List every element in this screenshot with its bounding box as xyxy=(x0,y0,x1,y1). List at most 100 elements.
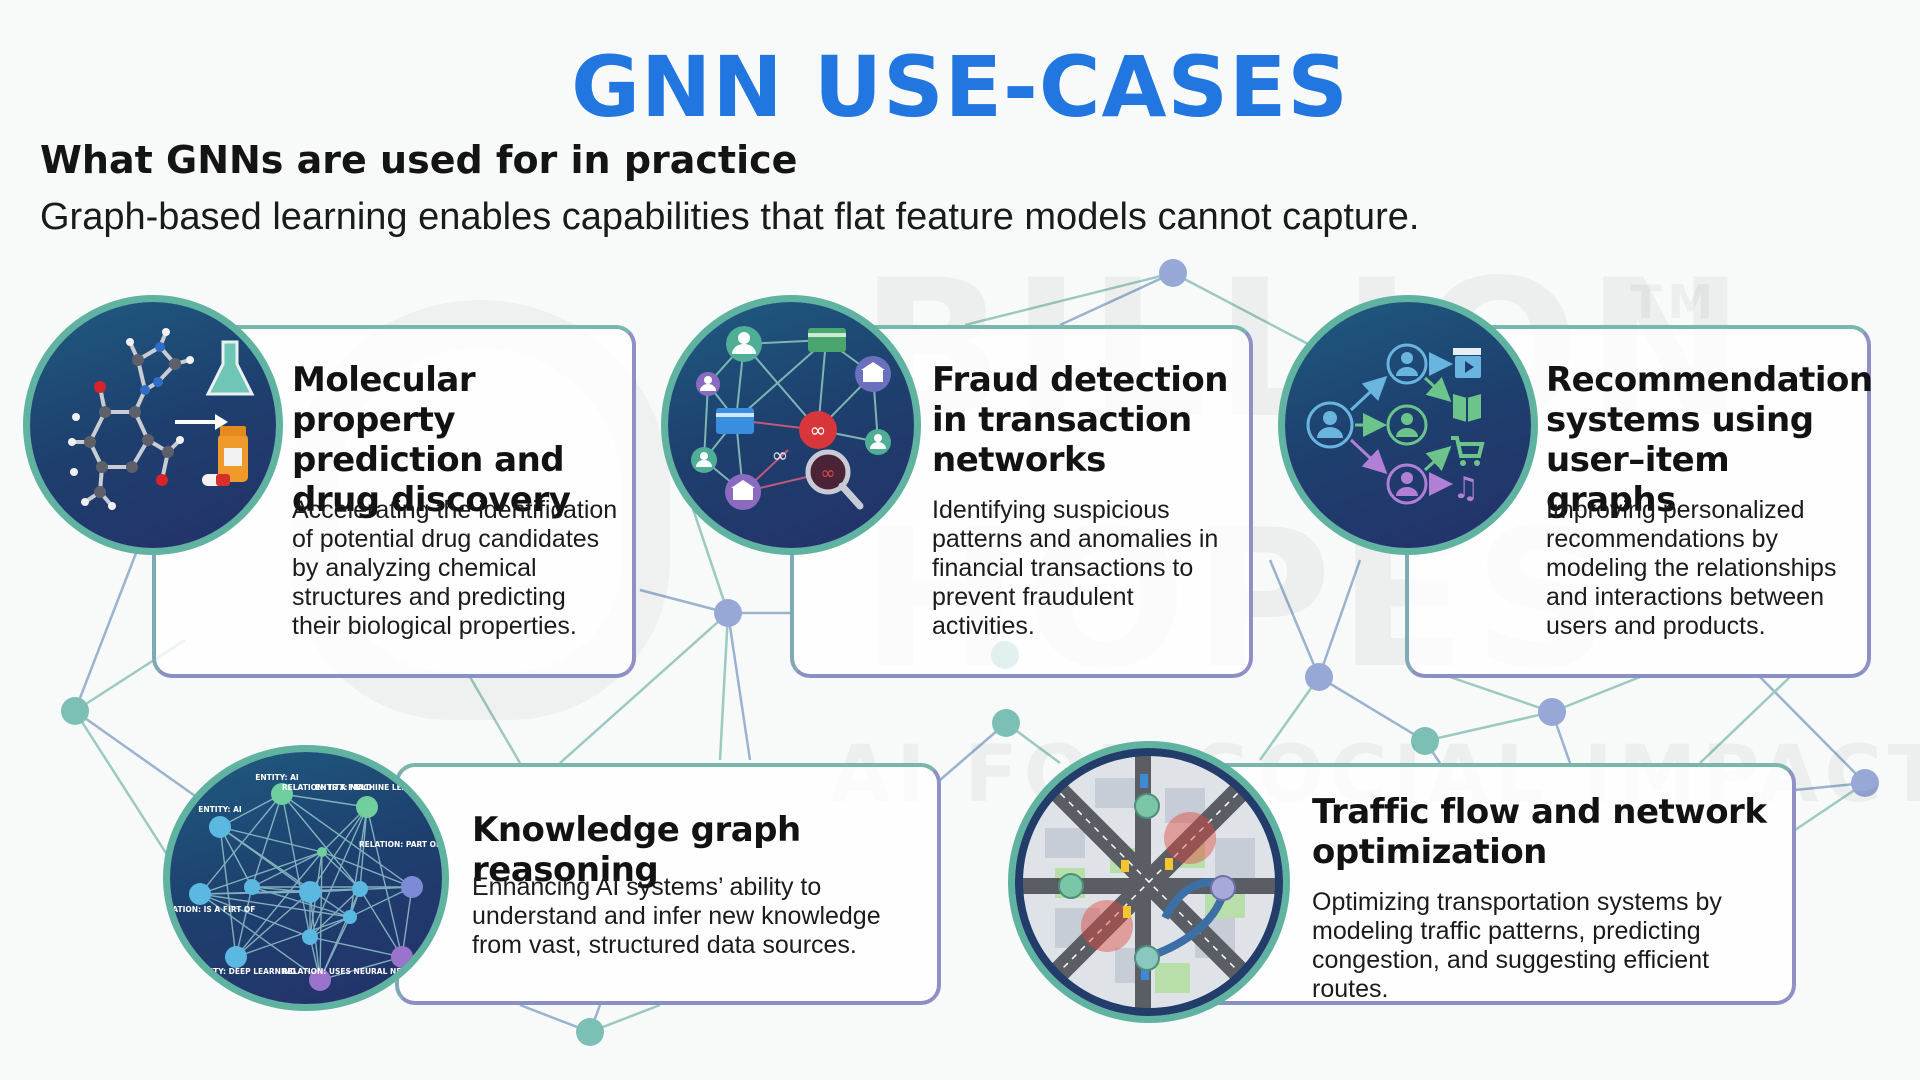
kg-node xyxy=(401,876,423,898)
text-line: Optimizing transportation systems by xyxy=(1312,888,1722,916)
background-edge xyxy=(468,676,522,764)
background-edge xyxy=(1268,559,1321,678)
kg-edge xyxy=(219,826,323,853)
card-traffic xyxy=(1190,763,1796,1005)
card-knowledge-title: Knowledge graph reasoning xyxy=(472,810,932,890)
title-line: Traffic flow and network xyxy=(1312,792,1767,832)
kg-edge xyxy=(235,916,351,958)
background-node xyxy=(61,697,89,725)
text-line: and interactions between xyxy=(1546,583,1824,611)
svg-text:∞: ∞ xyxy=(810,418,827,442)
background-edge xyxy=(639,588,729,615)
kg-edge xyxy=(199,888,361,895)
title-line: Knowledge graph reasoning xyxy=(472,810,801,890)
background-edge xyxy=(559,612,729,764)
text-line: modeling the relationships xyxy=(1546,554,1837,582)
kg-node xyxy=(391,946,413,968)
text-line: of potential drug candidates xyxy=(292,525,600,553)
text-line: prevent fraudulent xyxy=(932,583,1134,611)
kg-edge xyxy=(251,851,323,888)
svg-text:♫: ♫ xyxy=(1453,471,1480,506)
title-line: networks xyxy=(932,440,1106,480)
title-line: Recommendation xyxy=(1546,360,1873,400)
background-edge xyxy=(726,612,752,761)
kg-edge xyxy=(309,806,368,893)
kg-edge xyxy=(199,793,283,895)
card-knowledge-text: Enhancing AI systems’ ability to underst… xyxy=(472,873,932,960)
background-edge xyxy=(1318,675,1426,743)
card-fraud-title: Fraud detection in transaction networks xyxy=(932,360,1252,480)
kg-edge xyxy=(219,826,311,893)
kg-node xyxy=(302,929,318,945)
background-edge xyxy=(688,499,730,614)
background-node xyxy=(992,709,1020,737)
kg-edge xyxy=(321,806,368,853)
text-line: Identifying suspicious xyxy=(932,496,1170,524)
kg-node xyxy=(352,881,368,897)
kg-edge xyxy=(199,851,323,895)
background-node xyxy=(1305,663,1333,691)
title-line: systems using xyxy=(1546,400,1814,440)
kg-edge xyxy=(319,956,403,981)
background-edge xyxy=(1424,710,1553,743)
text-line: by analyzing chemical xyxy=(292,554,537,582)
text-line: structures and predicting xyxy=(292,583,566,611)
text-line: from vast, structured data sources. xyxy=(472,931,857,959)
background-edge xyxy=(1172,271,1311,347)
kg-edge xyxy=(281,793,361,890)
title-line: optimization xyxy=(1312,832,1547,872)
kg-edge xyxy=(309,936,321,981)
molecule-to-drug-icon xyxy=(30,302,276,548)
kg-edge xyxy=(401,886,413,958)
background-edge xyxy=(1794,781,1866,832)
text-line: financial transactions to xyxy=(932,554,1194,582)
title-line: Molecular property xyxy=(292,360,476,440)
kg-edge xyxy=(319,916,351,981)
title-line: user–item graphs xyxy=(1546,440,1730,520)
kg-edge xyxy=(219,826,253,888)
kg-edge xyxy=(251,886,351,918)
kg-edge xyxy=(309,888,361,893)
kg-label: RELATION: IS A FIRT OF xyxy=(170,905,255,914)
text-line: modeling traffic patterns, predicting xyxy=(1312,917,1701,945)
kg-edge xyxy=(235,886,253,958)
kg-edge xyxy=(309,891,321,981)
kg-node xyxy=(309,969,331,991)
title-line: in transaction xyxy=(932,400,1192,440)
kg-edge xyxy=(309,886,413,893)
background-edge xyxy=(1449,675,1553,714)
kg-label: RELATION: USES NEURAL NETWORKS xyxy=(282,967,438,976)
text-line: Accelerating the identification xyxy=(292,496,618,524)
kg-edge xyxy=(319,888,361,981)
kg-edge xyxy=(319,851,323,981)
kg-edge xyxy=(219,826,351,918)
text-line: their biological properties. xyxy=(292,612,577,640)
kg-node xyxy=(317,847,327,857)
title-line: Fraud detection xyxy=(932,360,1228,400)
text-line: Improving personalized xyxy=(1546,496,1805,524)
page-description: Graph-based learning enables capabilitie… xyxy=(40,196,1420,238)
background-node xyxy=(1159,259,1187,287)
kg-edge xyxy=(199,893,351,918)
kg-edge xyxy=(309,806,368,938)
kg-edge xyxy=(199,893,321,981)
card-molecular-title: Molecular property prediction and drug d… xyxy=(292,360,632,520)
kg-edge xyxy=(321,851,413,888)
text-line: users and products. xyxy=(1546,612,1766,640)
kg-edge xyxy=(251,886,311,893)
kg-label: ENTITY: AI xyxy=(255,773,299,782)
kg-label: RELATION: PART OF xyxy=(359,840,441,849)
kg-label: ENTITY: AI xyxy=(198,805,242,814)
knowledge-graph-icon: ENTITY: AI RELATION: IS A FIELD ENTITY: … xyxy=(170,752,442,1004)
kg-edge xyxy=(321,851,361,890)
card-knowledge xyxy=(395,763,941,1005)
svg-text:∞: ∞ xyxy=(821,463,836,484)
title-line: prediction and xyxy=(292,440,565,480)
kg-edge xyxy=(349,888,361,918)
text-line: recommendations by xyxy=(1546,525,1779,553)
background-edge xyxy=(939,722,1007,781)
kg-edge xyxy=(281,793,413,888)
kg-node xyxy=(299,881,321,903)
page-subtitle: What GNNs are used for in practice xyxy=(40,138,798,182)
